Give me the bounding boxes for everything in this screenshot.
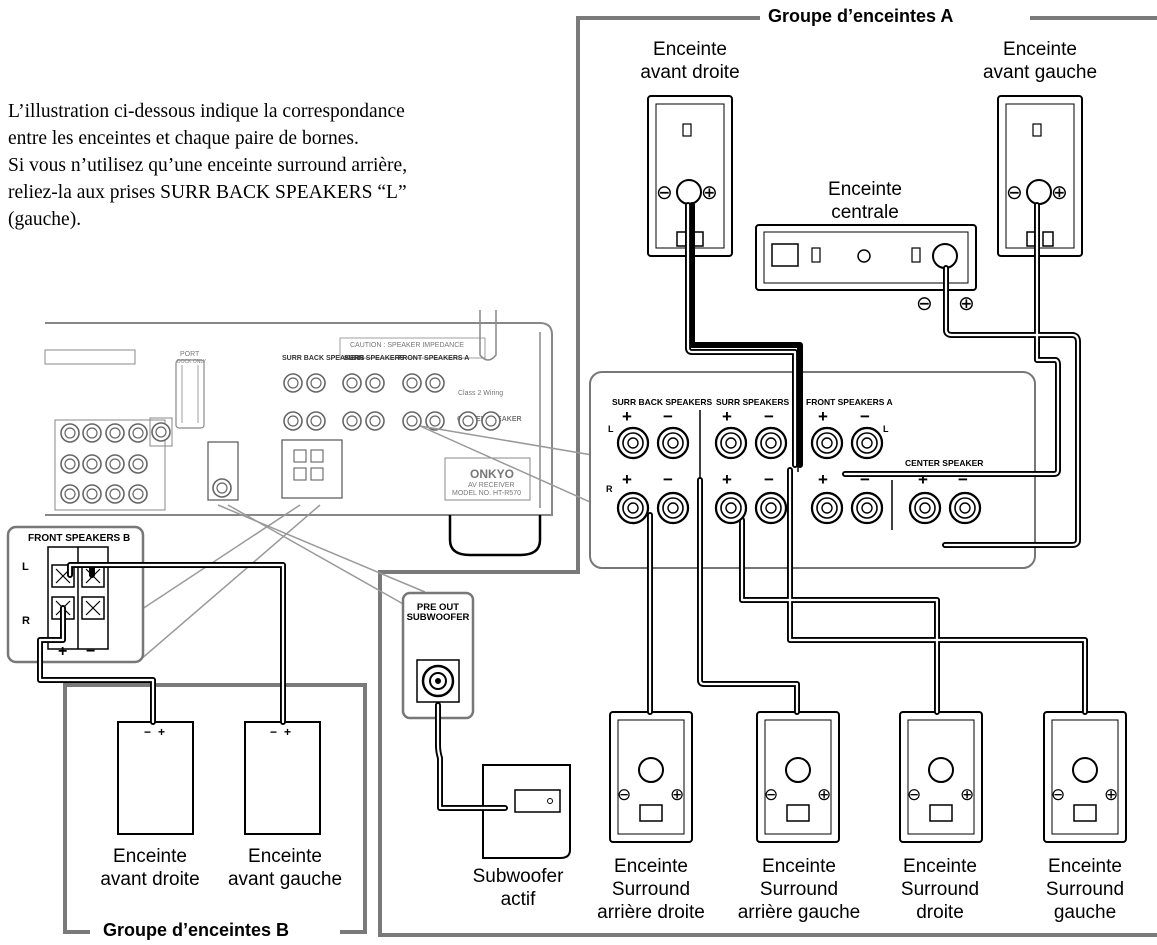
svg-text:SURR SPEAKERS: SURR SPEAKERS (344, 355, 405, 362)
svg-text:CAUTION : SPEAKER IMPEDANCE: CAUTION : SPEAKER IMPEDANCE (350, 342, 464, 349)
svg-text:−: − (764, 470, 774, 489)
svg-text:⊕: ⊕ (1104, 785, 1118, 804)
receiver-faded-jacks (61, 423, 170, 503)
svg-text:L: L (883, 424, 889, 434)
svg-text:L: L (608, 424, 614, 434)
svg-text:⊕: ⊕ (958, 293, 975, 315)
svg-text:SURR BACK SPEAKERS: SURR BACK SPEAKERS (612, 397, 712, 407)
svg-text:DOCK ONLY: DOCK ONLY (177, 359, 207, 365)
svg-text:SUBWOOFER: SUBWOOFER (407, 612, 470, 623)
svg-text:⊕: ⊕ (960, 785, 974, 804)
receiver-terminals (284, 374, 500, 430)
front-b-terminal-box (8, 527, 143, 662)
svg-text:⊖: ⊖ (1051, 785, 1065, 804)
intro-line: Si vous n’utilisez qu’une enceinte surro… (8, 152, 528, 179)
svg-text:+: + (722, 470, 732, 489)
svg-text:AV RECEIVER: AV RECEIVER (468, 482, 515, 489)
group-a-title: Groupe d’enceintes A (760, 6, 961, 27)
svg-text:⊖: ⊖ (617, 785, 631, 804)
intro-line: (gauche). (8, 206, 528, 233)
svg-text:⊖: ⊖ (656, 182, 673, 204)
svg-text:PORT: PORT (180, 351, 200, 358)
svg-text:−: − (663, 407, 673, 426)
svg-text:+: + (622, 470, 632, 489)
svg-text:+: + (818, 407, 828, 426)
intro-line: entre les enceintes et chaque paire de b… (8, 125, 528, 152)
svg-text:FRONT SPEAKERS A: FRONT SPEAKERS A (398, 355, 469, 362)
svg-text:R: R (22, 615, 30, 627)
svg-text:Class 2 Wiring: Class 2 Wiring (458, 390, 503, 397)
svg-text:−: − (270, 725, 277, 739)
svg-text:⊖: ⊖ (1006, 182, 1023, 204)
svg-text:−: − (663, 470, 673, 489)
intro-line: L’illustration ci-dessous indique la cor… (8, 98, 528, 125)
svg-text:−: − (860, 407, 870, 426)
svg-text:SURR SPEAKERS: SURR SPEAKERS (716, 397, 790, 407)
svg-text:+: + (622, 407, 632, 426)
svg-text:−: − (764, 407, 774, 426)
svg-text:+: + (158, 725, 165, 739)
svg-text:⊕: ⊕ (817, 785, 831, 804)
svg-text:−: − (86, 643, 95, 660)
svg-text:+: + (818, 470, 828, 489)
receiver-front-b-block (282, 440, 342, 498)
svg-text:+: + (58, 643, 67, 660)
svg-text:⊕: ⊕ (1051, 182, 1068, 204)
receiver-terminal-labels: SURR BACK SPEAKERS SURR SPEAKERS FRONT S… (282, 355, 469, 362)
svg-text:⊕: ⊕ (670, 785, 684, 804)
svg-text:L: L (22, 561, 29, 573)
svg-text:+: + (722, 407, 732, 426)
svg-text:FRONT SPEAKERS B: FRONT SPEAKERS B (28, 533, 130, 544)
group-b-title: Groupe d’enceintes B (95, 920, 297, 941)
svg-text:−: − (144, 725, 151, 739)
svg-text:FRONT SPEAKERS A: FRONT SPEAKERS A (806, 397, 893, 407)
svg-text:⊖: ⊖ (764, 785, 778, 804)
svg-text:⊕: ⊕ (701, 182, 718, 204)
svg-text:+: + (284, 725, 291, 739)
intro-line: reliez-la aux prises SURR BACK SPEAKERS … (8, 179, 528, 206)
svg-text:⊖: ⊖ (916, 293, 933, 315)
subwoofer (483, 765, 570, 858)
receiver-pre-out (208, 442, 238, 500)
surround-speakers (610, 712, 1126, 842)
svg-text:ONKYO: ONKYO (470, 467, 514, 481)
svg-text:R: R (606, 484, 613, 494)
svg-text:MODEL NO. HT-R570: MODEL NO. HT-R570 (452, 490, 521, 497)
svg-text:⊖: ⊖ (907, 785, 921, 804)
svg-text:CENTER SPEAKER: CENTER SPEAKER (905, 458, 983, 468)
intro-text: L’illustration ci-dessous indique la cor… (8, 98, 528, 233)
